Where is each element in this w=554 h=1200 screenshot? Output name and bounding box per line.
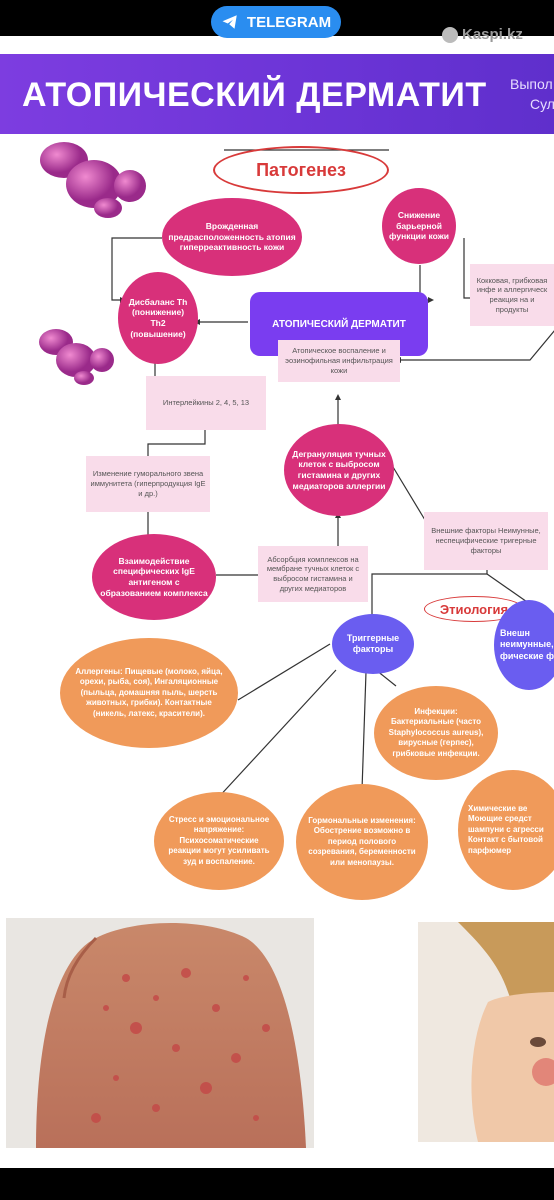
node-infections-box: Кокковая, грибковая инфе и аллергическ р… <box>470 264 554 326</box>
telegram-icon <box>222 15 237 29</box>
molecule-decoration-small <box>39 329 114 385</box>
pathogenesis-title-text: Патогенез <box>256 159 346 180</box>
header-author-line2: Султ <box>530 96 554 112</box>
node-hormonal: Гормональные изменения: Обострение возмо… <box>296 784 428 900</box>
node-allergens: Аллергены: Пищевые (молоко, яйца, орехи,… <box>60 638 238 748</box>
etiology-title-text: Этиология <box>439 601 509 617</box>
header-author-line1: Выпол <box>510 76 553 92</box>
node-trigger-factors: Триггерные факторы <box>332 614 414 674</box>
skin-rash-back-photo <box>6 918 314 1148</box>
node-infections: Инфекции: Бактериальные (часто Staphyloc… <box>374 686 498 780</box>
node-inflammation: Атопическое воспаление и эозинофильная и… <box>278 340 400 382</box>
connector-lines <box>111 149 554 801</box>
telegram-button[interactable]: TELEGRAM <box>211 6 341 38</box>
node-external-factors: Внешние факторы Неимунные, неспецифическ… <box>424 512 548 570</box>
node-predisposition: Врожденная предрасположенность атопия ги… <box>162 198 302 276</box>
node-chemical: Химические ве Моющие средст шампуни с аг… <box>458 770 554 890</box>
child-face-photo <box>418 922 554 1142</box>
poster-header: АТОПИЧЕСКИЙ ДЕРМАТИТ Выпол Султ <box>0 54 554 134</box>
node-interleukins: Интерлейкины 2, 4, 5, 13 <box>146 376 266 430</box>
telegram-label: TELEGRAM <box>246 13 332 31</box>
watermark-text: Kaspi.kz <box>462 26 523 43</box>
kaspi-icon <box>442 26 458 43</box>
pathogenesis-title: Патогенез <box>213 146 389 194</box>
node-external-right: Внешн неимунные, фические ф <box>494 600 554 690</box>
node-barrier: Снижение барьерной функции кожи <box>382 188 456 264</box>
node-ige-interaction: Взаимодействие специфических IgE антиген… <box>92 534 216 620</box>
node-th-imbalance: Дисбаланс Th (понижение) Th2 (повышение) <box>118 272 198 364</box>
bottom-bar <box>0 1168 554 1200</box>
page-title: АТОПИЧЕСКИЙ ДЕРМАТИТ <box>22 76 487 114</box>
watermark: Kaspi.kz <box>442 26 523 43</box>
node-humoral: Изменение гуморального звена иммунитета … <box>86 456 210 512</box>
node-degranulation: Дегрануляция тучных клеток с выбросом ги… <box>284 424 394 516</box>
molecule-decoration <box>40 142 146 218</box>
node-absorption: Абсорбция комплексов на мембране тучных … <box>258 546 368 602</box>
node-stress: Стресс и эмоциональное напряжение: Психо… <box>154 792 284 890</box>
